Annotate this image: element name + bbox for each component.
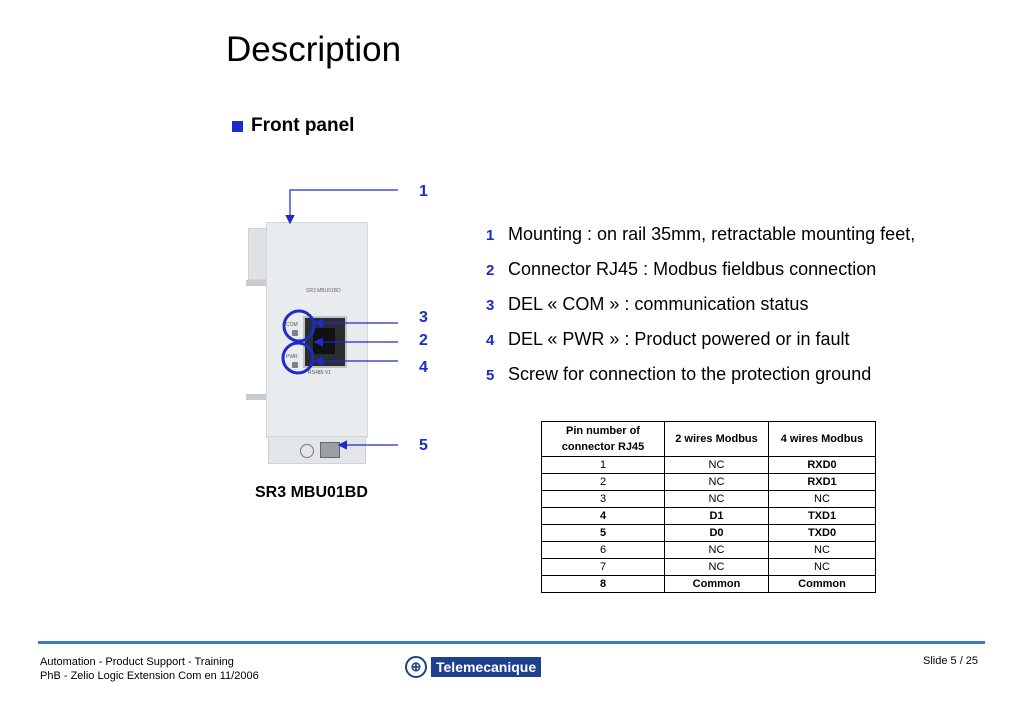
footer-divider <box>38 641 985 644</box>
port-label: RS485-V1 <box>308 370 332 376</box>
brand-name: Telemecanique <box>431 657 542 677</box>
table-cell: NC <box>664 473 769 491</box>
list-item: 2 Connector RJ45 : Modbus fieldbus connec… <box>486 259 915 294</box>
header-pin: Pin number of connector RJ45 <box>541 421 665 457</box>
item-number: 5 <box>486 367 495 384</box>
item-number: 2 <box>486 262 495 279</box>
description-list: 1 Mounting : on rail 35mm, retractable mo… <box>486 224 915 399</box>
com-led-label: COM <box>286 322 298 328</box>
item-text: DEL « PWR » : Product powered or in faul… <box>508 329 850 349</box>
device-caption: SR3 MBU01BD <box>255 484 368 501</box>
table-cell: Common <box>664 575 769 593</box>
table-cell: NC <box>664 558 769 576</box>
callout-label-4: 4 <box>419 359 428 376</box>
item-text: Connector RJ45 : Modbus fieldbus connect… <box>508 259 877 279</box>
item-text: Mounting : on rail 35mm, retractable mou… <box>508 224 916 244</box>
table-cell: NC <box>768 541 876 559</box>
header-2wire: 2 wires Modbus <box>664 421 769 457</box>
slide-title: Description <box>226 30 402 69</box>
callout-1-line <box>285 189 398 225</box>
item-number: 4 <box>486 332 495 349</box>
table-cell: D0 <box>664 524 769 542</box>
table-cell: Common <box>768 575 876 593</box>
list-item: 5 Screw for connection to the protection … <box>486 364 915 399</box>
callout-label-5: 5 <box>419 437 428 454</box>
footer-info: Automation - Product Support - Training … <box>40 655 259 683</box>
header-4wire: 4 wires Modbus <box>768 421 876 457</box>
square-bullet-icon <box>232 120 243 132</box>
table-cell: 4 <box>541 507 665 525</box>
pwr-led <box>292 362 298 368</box>
item-number: 1 <box>486 227 495 244</box>
com-highlight-circle <box>282 309 316 343</box>
device-notch <box>246 394 266 400</box>
table-cell: NC <box>664 541 769 559</box>
table-cell: 3 <box>541 490 665 508</box>
table-cell: 6 <box>541 541 665 559</box>
telemecanique-emblem-icon: ⊕ <box>405 656 427 678</box>
table-cell: RXD1 <box>768 473 876 491</box>
section-label: Front panel <box>251 115 355 136</box>
item-text: Screw for connection to the protection g… <box>508 364 872 384</box>
table-cell: 8 <box>541 575 665 593</box>
table-cell: 5 <box>541 524 665 542</box>
com-led <box>292 330 298 336</box>
table-cell: NC <box>664 490 769 508</box>
slide-number: Slide 5 / 25 <box>923 655 979 667</box>
list-item: 3 DEL « COM » : communication status <box>486 294 915 329</box>
pwr-led-label: PWR <box>286 354 298 360</box>
ground-terminal <box>320 442 340 458</box>
callout-label-3: 3 <box>419 309 428 326</box>
list-item: 4 DEL « PWR » : Product powered or in fau… <box>486 329 915 364</box>
table-cell: NC <box>768 558 876 576</box>
device-notch <box>246 280 266 286</box>
table-cell: TXD1 <box>768 507 876 525</box>
pinout-table: Pin number of connector RJ45 2 wires Mod… <box>541 421 876 593</box>
table-cell: 2 <box>541 473 665 491</box>
item-text: DEL « COM » : communication status <box>508 294 809 314</box>
table-cell: 7 <box>541 558 665 576</box>
table-cell: RXD0 <box>768 456 876 474</box>
device-model-label: SR3 MBU01BD <box>306 288 341 294</box>
list-item: 1 Mounting : on rail 35mm, retractable mo… <box>486 224 915 259</box>
table-header-row: Pin number of connector RJ45 2 wires Mod… <box>541 421 876 457</box>
brand-logo: ⊕ Telemecanique <box>405 656 542 678</box>
footer-line-2: PhB - Zelio Logic Extension Com en 11/20… <box>40 670 259 682</box>
section-heading: Front panel <box>232 115 354 137</box>
item-number: 3 <box>486 297 495 314</box>
callout-label-1: 1 <box>419 183 428 200</box>
footer-line-1: Automation - Product Support - Training <box>40 656 234 668</box>
device-bottom-terminal <box>268 436 366 464</box>
table-cell: D1 <box>664 507 769 525</box>
ground-screw-icon <box>300 444 314 458</box>
callout-label-2: 2 <box>419 332 428 349</box>
table-cell: TXD0 <box>768 524 876 542</box>
table-cell: 1 <box>541 456 665 474</box>
pwr-highlight-circle <box>281 341 315 375</box>
table-cell: NC <box>664 456 769 474</box>
table-cell: NC <box>768 490 876 508</box>
